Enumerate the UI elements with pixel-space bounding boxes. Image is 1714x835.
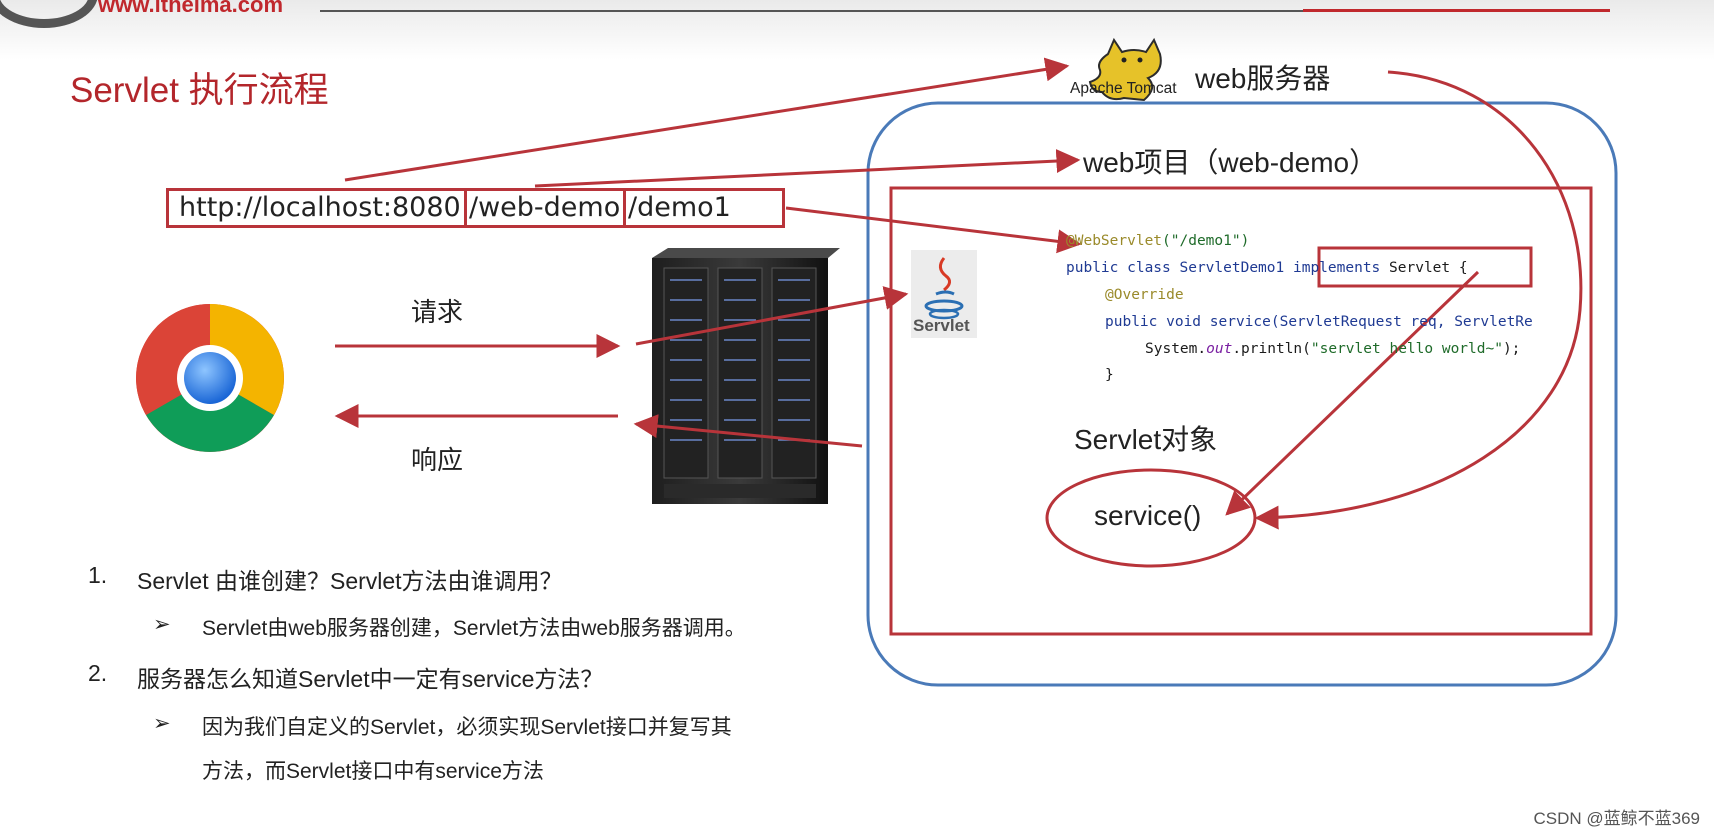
bullet-arrow-icon: ➢ bbox=[153, 712, 171, 735]
web-server-label: web服务器 bbox=[1195, 63, 1331, 94]
url-path-box: /demo1 bbox=[623, 188, 785, 228]
site-url: www.itheima.com bbox=[98, 0, 284, 17]
url-project-box: /web-demo bbox=[464, 188, 626, 228]
web-server-frame bbox=[866, 101, 1618, 687]
arrow-servlet-to-rack bbox=[633, 414, 863, 448]
chrome-icon bbox=[136, 304, 284, 452]
arrow-interface-to-service bbox=[1225, 270, 1480, 516]
arrow-server-calls-service bbox=[1254, 70, 1583, 530]
code-line-close: } bbox=[1105, 367, 1114, 383]
server-rack-icon bbox=[652, 248, 840, 504]
qa-question-2: 服务器怎么知道Servlet中一定有service方法？ bbox=[137, 666, 604, 692]
arrow-rack-to-servlet bbox=[635, 286, 909, 346]
code-line-class: public class ServletDemo1 implements Ser… bbox=[1066, 260, 1468, 276]
qa-answer-2-line2: 方法，而Servlet接口中有service方法 bbox=[202, 760, 544, 783]
java-servlet-icon bbox=[911, 250, 977, 338]
header-accent bbox=[1303, 9, 1610, 12]
request-label: 请求 bbox=[411, 297, 464, 327]
service-label: service() bbox=[1094, 500, 1202, 531]
code-line-method: public void service(ServletRequest req, … bbox=[1105, 314, 1533, 330]
interface-highlight-box bbox=[1317, 246, 1533, 288]
arrow-project-to-webproject bbox=[534, 149, 1081, 188]
response-label: 响应 bbox=[411, 445, 464, 475]
arrow-host-to-server bbox=[344, 57, 1070, 182]
web-project-label: web项目（web-demo） bbox=[1083, 147, 1378, 178]
tomcat-logo-icon bbox=[1088, 37, 1162, 102]
watermark: CSDN @蓝鲸不蓝369 bbox=[1533, 809, 1700, 828]
arrow-path-to-annotation bbox=[785, 206, 1082, 254]
qa-question-1: Servlet 由谁创建？Servlet方法由谁调用？ bbox=[137, 568, 563, 594]
qa-number-1: 1. bbox=[88, 562, 108, 588]
code-line-annotation: @WebServlet("/demo1") bbox=[1066, 233, 1250, 249]
header-divider bbox=[320, 10, 1610, 12]
servlet-object-label: Servlet对象 bbox=[1074, 424, 1218, 455]
page-title: Servlet 执行流程 bbox=[70, 71, 329, 110]
url-host-box: http://localhost:8080 bbox=[166, 188, 467, 228]
qa-answer-1: Servlet由web服务器创建，Servlet方法由web服务器调用。 bbox=[202, 617, 746, 640]
code-line-override: @Override bbox=[1105, 287, 1184, 303]
web-project-frame bbox=[889, 186, 1593, 636]
tomcat-caption: Apache Tomcat bbox=[1070, 80, 1177, 97]
servlet-icon-label: Servlet bbox=[913, 316, 970, 335]
qa-number-2: 2. bbox=[88, 660, 108, 686]
code-line-println: System.out.println("servlet hello world~… bbox=[1145, 341, 1521, 357]
qa-answer-2-line1: 因为我们自定义的Servlet，必须实现Servlet接口并复写其 bbox=[202, 716, 732, 739]
bullet-arrow-icon: ➢ bbox=[153, 613, 171, 636]
